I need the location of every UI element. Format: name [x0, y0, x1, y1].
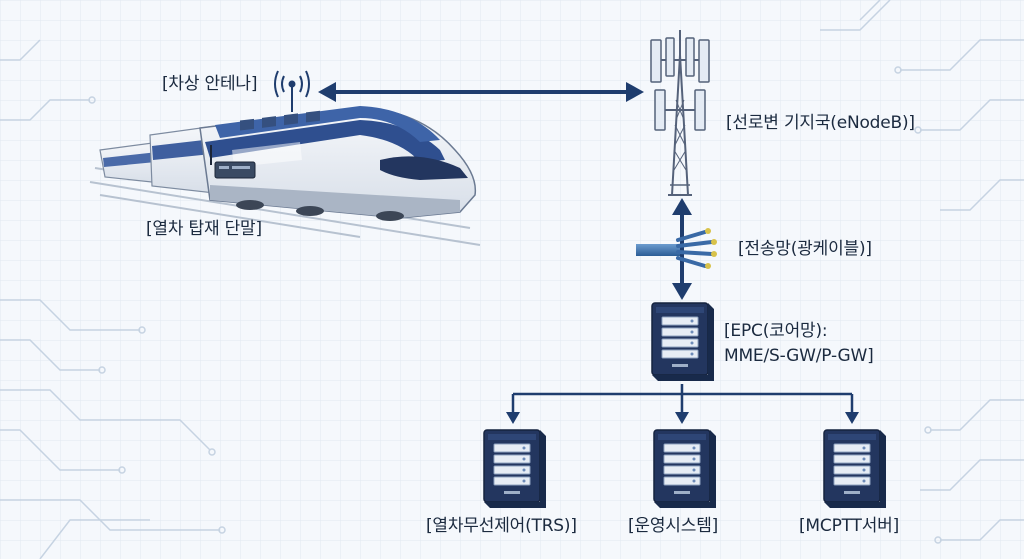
ops-label: [운영시스템] [628, 516, 719, 536]
mcptt-label: [MCPTT서버] [799, 516, 900, 536]
mcptt-server-icon [823, 429, 887, 509]
epc-label-line2: MME/S-GW/P-GW] [724, 346, 874, 366]
ops-server-icon [653, 429, 717, 509]
backhaul-arrow [672, 198, 692, 300]
epc-label-line1: [EPC(코어망): [724, 321, 828, 341]
trs-server-icon [483, 429, 547, 509]
wireless-link-arrow [318, 82, 644, 102]
cell-tower-icon [650, 30, 710, 196]
antenna-label: [차상 안테나] [162, 74, 258, 94]
distribution-lines [511, 384, 854, 414]
fiber-cable-icon [636, 228, 717, 269]
epc-server-icon [651, 302, 715, 382]
train-icon [99, 106, 477, 221]
onboard-terminal-label: [열차 탑재 단말] [146, 219, 262, 239]
trs-label: [열차무선제어(TRS)] [426, 516, 577, 536]
enodeb-label: [선로변 기지국(eNodeB)] [726, 113, 915, 133]
transport-label: [전송망(광케이블)] [738, 239, 872, 259]
antenna-icon [274, 70, 310, 112]
